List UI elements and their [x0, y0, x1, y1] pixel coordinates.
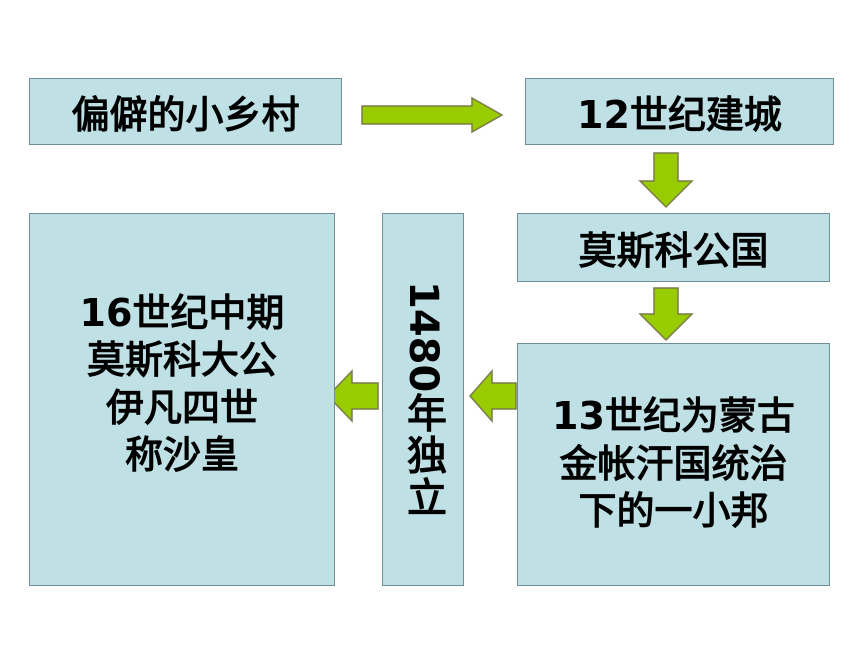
- node-tsar-line-4: 称沙皇: [124, 433, 239, 477]
- node-mongol-rule-line-2: 金帐汗国统治: [559, 441, 788, 486]
- node-tsar-line-1: 16世纪中期: [79, 290, 285, 335]
- arrow-down-icon: [638, 152, 694, 209]
- node-city-founded-label: 12世纪建城: [577, 93, 782, 137]
- node-moscow-principality-label: 莫斯科公国: [578, 229, 769, 273]
- arrow-right-icon: [361, 96, 504, 134]
- node-city-founded: 12世纪建城: [525, 78, 834, 145]
- node-mongol-rule: 13世纪为蒙古 金帐汗国统治 下的一小邦: [517, 343, 830, 586]
- node-village-label: 偏僻的小乡村: [71, 93, 300, 137]
- independence-year: 1480: [400, 280, 446, 393]
- independence-label: 年独立: [400, 392, 446, 519]
- node-village: 偏僻的小乡村: [29, 78, 342, 145]
- node-independence-text: 1480年独立: [400, 280, 446, 519]
- node-mongol-rule-line-3: 下的一小邦: [578, 489, 769, 534]
- node-tsar-line-2: 莫斯科大公: [86, 338, 277, 382]
- node-moscow-principality: 莫斯科公国: [517, 213, 830, 282]
- arrow-left-icon: [469, 369, 517, 423]
- arrow-down-icon: [638, 287, 694, 342]
- node-tsar-line-3: 伊凡四世: [105, 385, 258, 430]
- node-independence-1480: 1480年独立: [382, 213, 464, 586]
- node-ivan-iv-tsar: 16世纪中期 莫斯科大公 伊凡四世 称沙皇: [29, 213, 335, 586]
- node-mongol-rule-line-1: 13世纪为蒙古: [552, 394, 795, 439]
- arrow-left-icon: [326, 369, 379, 423]
